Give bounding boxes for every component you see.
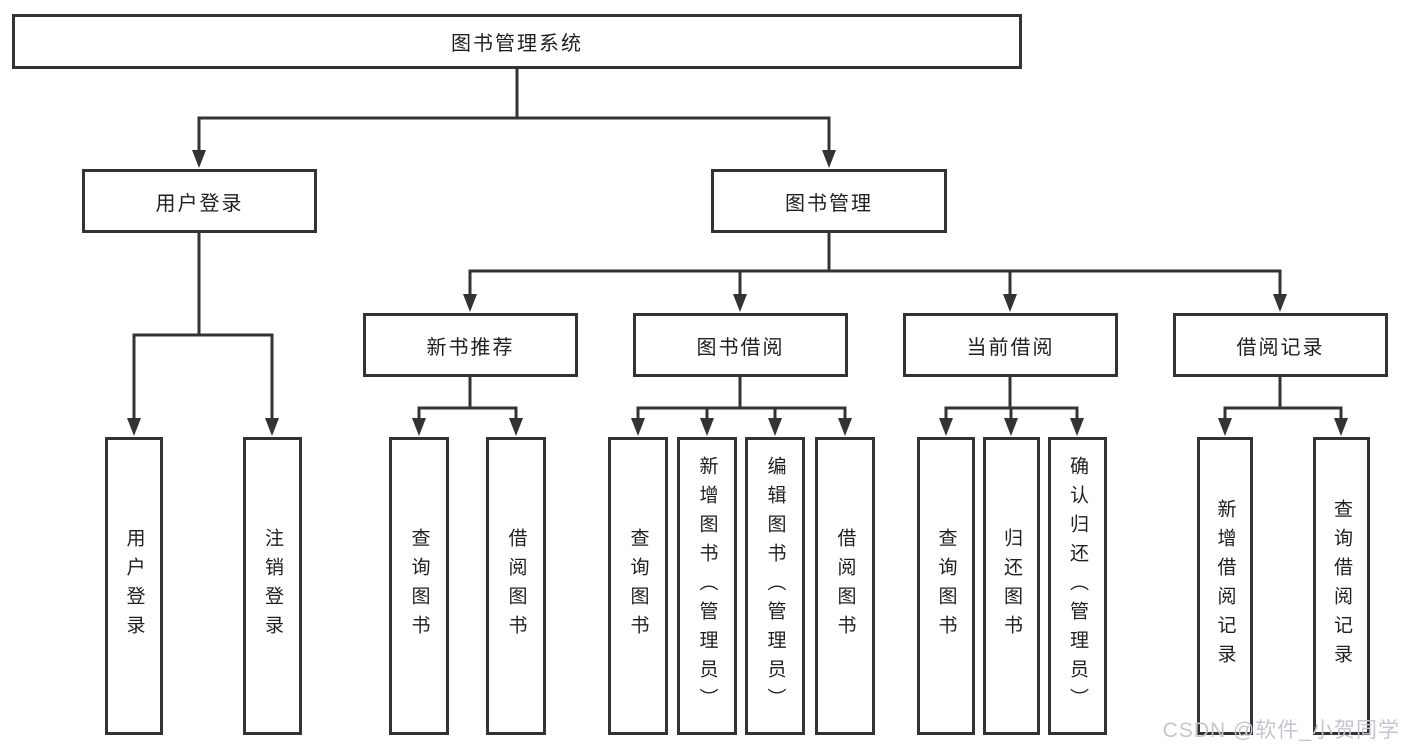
leaf-borrow-books-2: 借阅图书 [815,437,875,735]
node-current-borrow: 当前借阅 [903,313,1118,377]
node-user-login: 用户登录 [82,169,317,233]
leaf-label: 编辑图书（管理员） [764,455,786,717]
leaf-add-books-admin: 新增图书（管理员） [677,437,737,735]
leaf-query-books-3: 查询图书 [917,437,975,735]
leaf-label: 查询图书 [627,528,649,644]
node-root-system: 图书管理系统 [12,14,1022,69]
leaf-label: 查询借阅记录 [1331,499,1352,673]
leaf-query-borrow-record: 查询借阅记录 [1313,437,1370,735]
node-book-management: 图书管理 [711,169,947,233]
arrowheads [127,150,1348,436]
leaf-label: 新增图书（管理员） [696,455,718,717]
watermark: CSDN @软件_小贺同学 [1162,719,1400,742]
leaf-add-borrow-record: 新增借阅记录 [1197,437,1253,735]
leaf-query-books-2: 查询图书 [608,437,668,735]
node-new-book-recommend: 新书推荐 [363,313,578,377]
leaf-borrow-books-1: 借阅图书 [486,437,546,735]
leaf-label: 归还图书 [1001,528,1022,644]
leaf-label: 查询图书 [935,528,957,644]
leaf-label: 确认归还（管理员） [1067,455,1088,717]
leaf-label: 借阅图书 [834,528,856,644]
leaf-confirm-return-admin: 确认归还（管理员） [1048,437,1107,735]
leaf-label: 注销登录 [262,528,283,644]
node-borrow-record: 借阅记录 [1173,313,1388,377]
leaf-query-books-1: 查询图书 [389,437,449,735]
leaf-label: 新增借阅记录 [1214,499,1236,673]
node-book-borrow: 图书借阅 [633,313,848,377]
leaf-logout: 注销登录 [243,437,302,735]
leaf-label: 用户登录 [123,528,145,644]
leaf-edit-books-admin: 编辑图书（管理员） [745,437,805,735]
leaf-label: 借阅图书 [505,528,527,644]
leaf-label: 查询图书 [408,528,430,644]
leaf-user-login: 用户登录 [105,437,163,735]
leaf-return-books: 归还图书 [983,437,1040,735]
